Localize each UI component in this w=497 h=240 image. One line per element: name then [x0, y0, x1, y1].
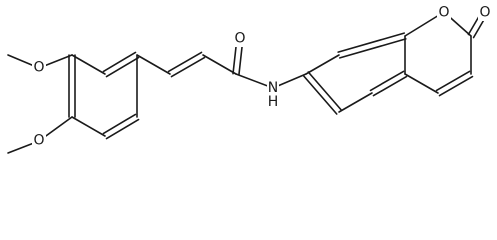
bond-c6-c5-b [105, 118, 140, 140]
atom-amide-hydrogen: H [267, 94, 279, 110]
svg-text:H: H [268, 94, 279, 110]
svg-text:O: O [33, 133, 44, 149]
svg-text:O: O [479, 5, 490, 21]
bond-c6-c5-a [102, 113, 137, 135]
atom-carbonyl-oxygen: O [233, 30, 247, 47]
bond-c5-c4 [71, 116, 106, 137]
bond-c3b-c4b-a [435, 70, 471, 92]
bond-ca-cb-a [170, 56, 206, 78]
svg-text:N: N [268, 80, 278, 96]
bond-c4b-a8 [404, 73, 439, 94]
bond-c2-c1-b [102, 51, 137, 73]
svg-text:O: O [438, 5, 449, 21]
bond-a5-a4a-b [337, 32, 405, 53]
atom-lactone-oxygen: O [478, 4, 492, 21]
bond-c3b-c4b-b [438, 75, 474, 97]
atom-methoxy-oxygen-1: O [32, 59, 46, 76]
bond-a8-a7-b [372, 75, 408, 97]
bond-lines [7, 9, 489, 154]
svg-text:O: O [33, 60, 44, 76]
bond-cb-cc [202, 54, 237, 75]
atom-amide-nitrogen: N [267, 80, 279, 96]
atom-ring-oxygen: O [437, 4, 451, 21]
bond-c1-ca [136, 54, 171, 75]
bond-a9-a6-b [302, 75, 338, 115]
bond-a6-a5 [305, 54, 340, 75]
bond-c2-c1-a [105, 56, 140, 78]
bond-c3-c2 [71, 54, 106, 75]
atom-labels: O O O N H O O [32, 4, 492, 149]
chemical-structure: O O O N H O O [7, 4, 492, 154]
atom-methoxy-oxygen-2: O [32, 132, 46, 149]
bond-a8-a7-a [369, 70, 405, 92]
svg-text:O: O [234, 31, 245, 47]
bond-cc-n [235, 73, 274, 89]
bond-a9-a6-a [307, 71, 343, 111]
bond-a5-a4a-a [339, 38, 407, 59]
bond-a7-a9 [338, 92, 373, 113]
bond-ca-cb-b [167, 51, 203, 73]
